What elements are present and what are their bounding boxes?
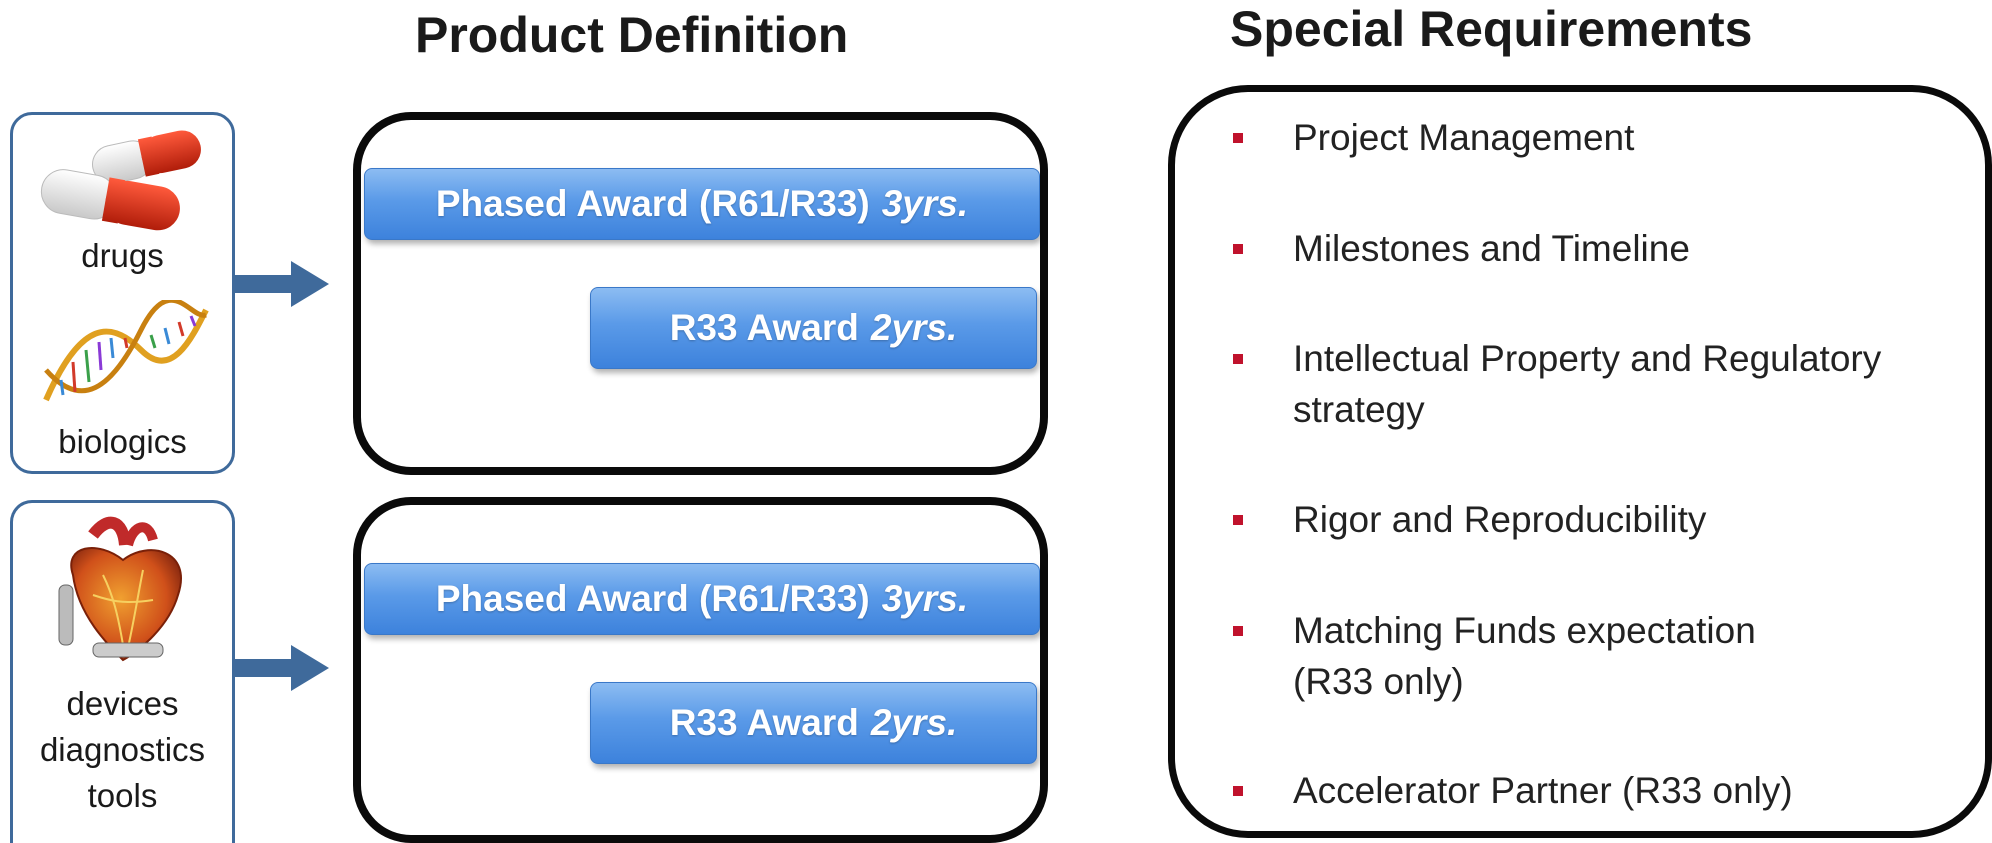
bullet-icon xyxy=(1233,244,1243,254)
arrow-right-icon xyxy=(233,645,329,691)
arrow-right-icon xyxy=(233,261,329,307)
bullet-icon xyxy=(1233,133,1243,143)
bullet-icon xyxy=(1233,354,1243,364)
capsule-pills-icon xyxy=(40,130,201,231)
phased-award-label: Phased Award (R61/R33) xyxy=(435,578,870,619)
bullet-icon xyxy=(1233,515,1243,525)
category-label-biologics: biologics xyxy=(58,423,187,460)
category-box-drugs-biologics: drugs biologics xyxy=(10,112,235,474)
phased-award-years: 3yrs. xyxy=(881,578,969,619)
heading-special-requirements: Special Requirements xyxy=(1230,1,1753,57)
requirement-item: Milestones and Timeline xyxy=(1293,228,1690,269)
phased-award-label: Phased Award (R61/R33) xyxy=(435,183,870,224)
category-label-devices: devices xyxy=(66,685,179,722)
bullet-icon xyxy=(1233,786,1243,796)
product-box-devices xyxy=(353,497,1048,843)
category-label-tools: tools xyxy=(87,777,158,814)
heading-product-definition: Product Definition xyxy=(415,7,849,63)
phased-award-bar: Phased Award (R61/R33) 3yrs. xyxy=(364,563,1040,635)
category-label-drugs: drugs xyxy=(81,237,164,274)
r33-award-bar: R33 Award 2yrs. xyxy=(590,682,1037,764)
requirement-item-continued: strategy xyxy=(1293,389,1425,430)
requirement-item: Matching Funds expectation xyxy=(1293,610,1756,651)
r33-award-bar: R33 Award 2yrs. xyxy=(590,287,1037,369)
requirement-item: Project Management xyxy=(1293,117,1635,158)
r33-award-years: 2yrs. xyxy=(870,307,958,348)
dna-helix-icon xyxy=(43,300,209,402)
heart-device-icon xyxy=(58,516,182,662)
r33-award-years: 2yrs. xyxy=(870,702,958,743)
category-box-devices: devices diagnostics tools xyxy=(10,500,235,843)
phased-award-bar: Phased Award (R61/R33) 3yrs. xyxy=(364,168,1040,240)
requirement-item: Rigor and Reproducibility xyxy=(1293,499,1707,540)
phased-award-years: 3yrs. xyxy=(881,183,969,224)
r33-award-label: R33 Award xyxy=(669,307,859,348)
requirement-item: Accelerator Partner (R33 only) xyxy=(1293,770,1793,811)
requirement-item: Intellectual Property and Regulatory xyxy=(1293,338,1882,379)
requirement-item-continued: (R33 only) xyxy=(1293,661,1464,702)
category-label-diagnostics: diagnostics xyxy=(39,731,206,768)
r33-award-label: R33 Award xyxy=(669,702,859,743)
bullet-icon xyxy=(1233,626,1243,636)
requirements-box xyxy=(1168,85,1992,838)
